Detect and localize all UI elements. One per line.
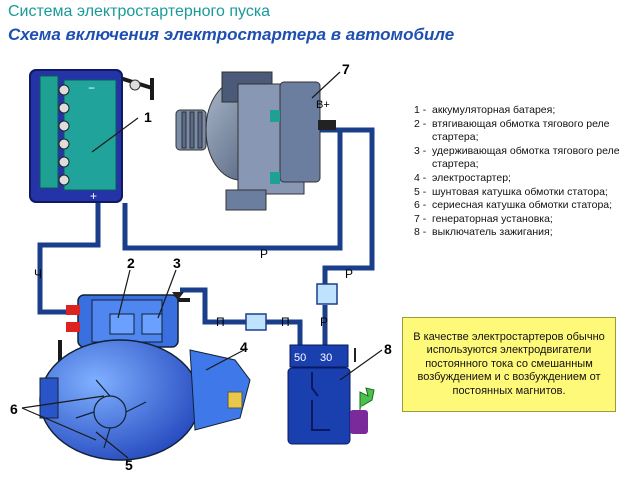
legend-item: 6 -сериесная катушка обмотки статора; (414, 199, 613, 212)
info-note: В качестве электростартеров обычно испол… (402, 317, 616, 412)
callout-6: 6 (10, 401, 18, 417)
callout-8: 8 (384, 341, 392, 357)
legend-item: 3 -удерживающая обмотка тягового реле ст… (414, 144, 620, 171)
callout-2: 2 (127, 255, 135, 271)
callout-lines (21, 71, 383, 459)
callout-7: 7 (342, 61, 350, 77)
wire-label-p2: П (281, 315, 290, 329)
terminal-30: 30 (320, 352, 332, 364)
wire-label-r1: Р (260, 247, 268, 261)
wire-label-p1: П (216, 315, 225, 329)
starter-fan (75, 379, 147, 449)
legend-item: 7 -генераторная установка; (414, 212, 553, 225)
legend: 1 -аккумуляторная батарея; 2 -втягивающа… (414, 104, 634, 240)
page-title: Система электростартерного пуска (8, 3, 271, 20)
legend-item: 4 -электростартер; (414, 171, 511, 184)
battery-plus: + (90, 189, 97, 203)
wire-label-r2: Р (345, 267, 353, 281)
callout-3: 3 (173, 255, 181, 271)
wire-label-b-plus: B+ (316, 99, 330, 111)
ignition-switch (287, 344, 351, 445)
legend-item: 5 -шунтовая катушка обмотки статора; (414, 185, 608, 198)
battery (29, 69, 141, 203)
callout-1: 1 (144, 109, 152, 125)
page-subtitle: Схема включения электростартера в автомо… (8, 25, 455, 44)
callout-5: 5 (125, 457, 133, 473)
legend-item: 1 -аккумуляторная батарея; (414, 104, 556, 116)
key-icon (350, 387, 375, 434)
connector-blocks (172, 283, 338, 331)
generator (175, 71, 336, 211)
starter (39, 294, 251, 461)
wire-label-r3: Р (320, 315, 328, 329)
legend-item: 8 -выключатель зажигания; (414, 226, 553, 239)
terminal-50: 50 (294, 352, 306, 364)
legend-item: 2 -втягивающая обмотка тягового реле ста… (414, 117, 610, 144)
callout-4: 4 (240, 339, 248, 355)
battery-minus: − (88, 81, 95, 95)
wire-label-ch: Ч (34, 267, 42, 281)
info-note-text: В качестве электростартеров обычно испол… (413, 330, 605, 397)
